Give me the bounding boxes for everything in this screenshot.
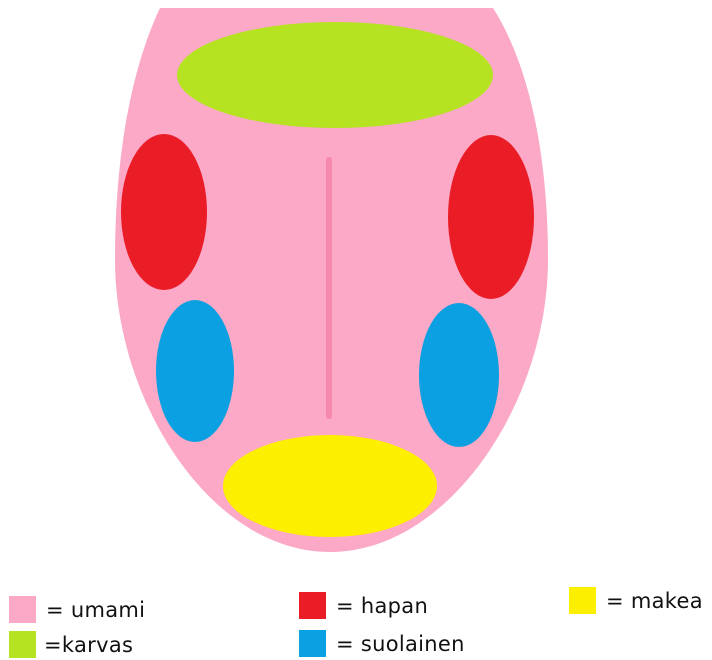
legend-item-makea: = makea: [569, 587, 703, 614]
tongue-midline: [326, 157, 332, 419]
karvas-swatch: [9, 631, 36, 658]
makea-swatch: [569, 587, 596, 614]
hapan-region-right: [448, 135, 534, 299]
legend-item-suolainen: = suolainen: [299, 630, 465, 657]
umami-swatch: [9, 596, 36, 623]
legend-label-umami: = umami: [46, 598, 145, 622]
hapan-region-left: [121, 134, 207, 290]
suolainen-swatch: [299, 630, 326, 657]
tongue-diagram: [0, 0, 712, 560]
hapan-swatch: [299, 592, 326, 619]
legend-item-karvas: =karvas: [9, 631, 133, 658]
makea-region-tip: [223, 435, 437, 537]
legend-label-makea: = makea: [606, 589, 703, 613]
legend-label-suolainen: = suolainen: [336, 632, 465, 656]
legend-item-umami: = umami: [9, 596, 145, 623]
suolainen-region-left: [156, 300, 234, 442]
legend-label-karvas: =karvas: [44, 633, 133, 657]
legend-label-hapan: = hapan: [336, 594, 428, 618]
legend-item-hapan: = hapan: [299, 592, 428, 619]
karvas-region-back: [177, 22, 493, 128]
suolainen-region-right: [419, 303, 499, 447]
